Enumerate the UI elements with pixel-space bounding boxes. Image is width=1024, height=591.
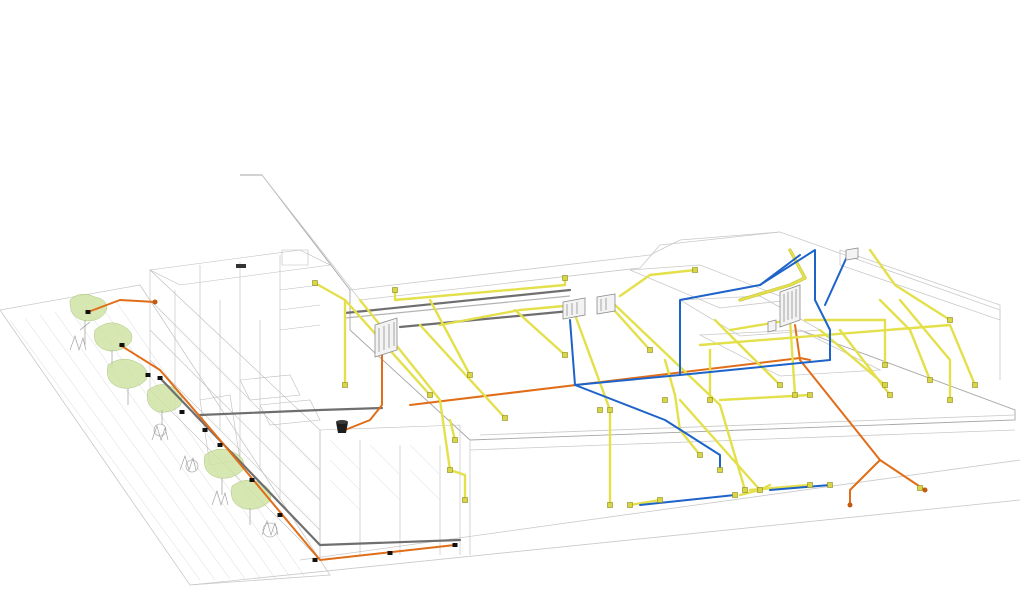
electrical-panel-icon [374, 317, 398, 358]
vent-grille-icon [236, 264, 246, 268]
conduit-node [85, 310, 91, 314]
glass-facade [148, 249, 461, 561]
lighting-fixture-icon [342, 382, 348, 388]
lighting-fixture-icon [917, 485, 923, 491]
lighting-fixture-icon [792, 392, 798, 398]
conduit-node [387, 551, 393, 555]
lighting-fixtures [312, 267, 978, 508]
lighting-fixture-icon [732, 492, 738, 498]
junction-box-icon [767, 319, 777, 333]
lighting-fixture-icon [657, 497, 663, 503]
power-circuit [87, 299, 928, 561]
lighting-fixture-icon [312, 280, 318, 286]
lighting-fixture-icon [827, 482, 833, 488]
lighting-fixture-icon [467, 372, 473, 378]
lighting-fixture-icon [627, 502, 633, 508]
lighting-fixture-icon [427, 392, 433, 398]
conduit-node [157, 376, 163, 380]
lighting-fixture-icon [972, 382, 978, 388]
lighting-fixture-icon [707, 397, 713, 403]
conduit-node [452, 543, 458, 547]
lighting-fixture-icon [562, 352, 568, 358]
lighting-fixture-icon [392, 287, 398, 293]
waste-bin-icon [336, 420, 348, 433]
lighting-fixture-icon [647, 347, 653, 353]
lighting-fixture-icon [607, 502, 613, 508]
lighting-fixture-icon [742, 487, 748, 493]
junction-box-icon [845, 247, 859, 261]
lighting-fixture-icon [717, 467, 723, 473]
electrical-panel-icon [779, 284, 801, 328]
lighting-fixture-icon [502, 415, 508, 421]
lighting-fixture-icon [662, 397, 668, 403]
lighting-fixture-icon [777, 382, 783, 388]
lighting-fixture-icon [882, 382, 888, 388]
lighting-fixture-icon [757, 487, 763, 493]
lighting-fixture-icon [947, 397, 953, 403]
tree-icon [107, 358, 148, 405]
lighting-fixture-icon [887, 392, 893, 398]
lighting-fixture-icon [807, 392, 813, 398]
lighting-fixture-icon [947, 317, 953, 323]
conduit-node [119, 343, 125, 347]
lighting-fixture-icon [597, 407, 603, 413]
lighting-fixture-icon [882, 362, 888, 368]
lighting-fixture-icon [447, 467, 453, 473]
conduit-node [312, 558, 318, 562]
lighting-fixture-icon [807, 482, 813, 488]
site-outline [0, 174, 1021, 586]
vegetation [69, 293, 279, 538]
conduit-node [249, 478, 255, 482]
lighting-fixture-icon [462, 497, 468, 503]
lighting-fixture-icon [607, 407, 613, 413]
electrical-panels [374, 247, 859, 358]
conduit-node [277, 513, 283, 517]
shrub-icon [69, 335, 279, 538]
tree-icon [69, 293, 108, 345]
lighting-fixture-icon [692, 267, 698, 273]
conduit-node [179, 410, 185, 414]
main-conduit [158, 288, 572, 547]
junction-box-icon [596, 293, 616, 315]
lighting-fixture-icon [452, 437, 458, 443]
lighting-fixture-icon [562, 275, 568, 281]
conduit-nodes [85, 310, 458, 562]
lighting-fixture-icon [927, 377, 933, 383]
lighting-fixture-icon [697, 452, 703, 458]
junction-box-icon [562, 297, 586, 320]
conduit-node [145, 373, 151, 377]
conduit-node [202, 428, 208, 432]
conduit-node [217, 443, 223, 447]
